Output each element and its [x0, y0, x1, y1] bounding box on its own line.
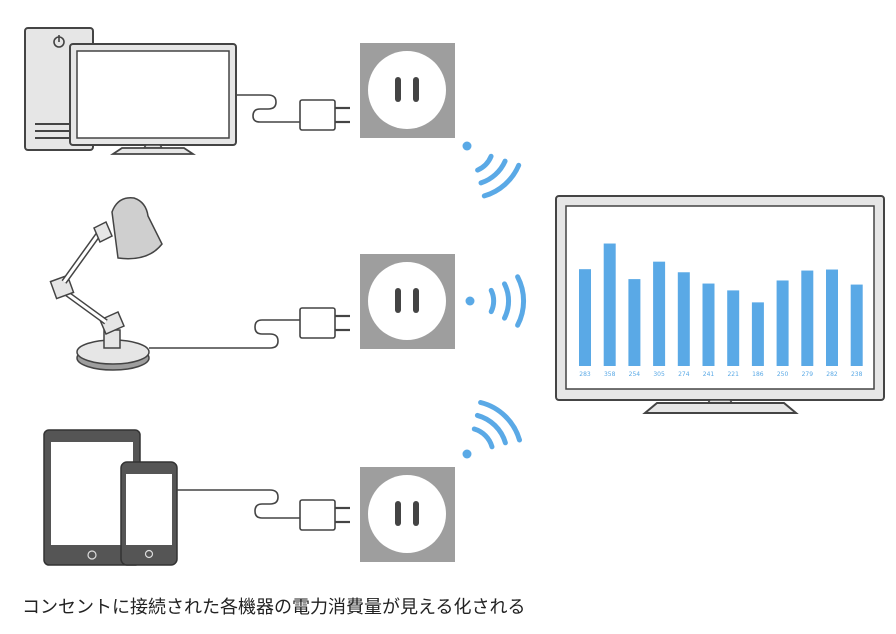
wifi-icon-top: [462, 141, 522, 199]
socket-2: [360, 254, 455, 349]
tablet-screen: [51, 442, 133, 545]
chart-data-label-2: 358: [604, 371, 616, 378]
plug-lamp: [299, 307, 350, 339]
plug-computer: [299, 99, 350, 131]
chart-data-label-4: 305: [653, 371, 665, 378]
chart-data-label-6: 241: [703, 371, 715, 378]
chart-bar-11: [826, 269, 838, 366]
desk-lamp: [49, 197, 163, 371]
chart-data-label-9: 250: [777, 371, 789, 378]
plugs: [299, 99, 350, 531]
chart-bar-3: [628, 279, 641, 366]
chart-bar-9: [776, 280, 789, 366]
chart-bar-8: [751, 302, 764, 366]
chart-data-label-3: 254: [629, 371, 641, 378]
chart-bar-5: [677, 272, 690, 366]
power-consumption-bar-chart: 283 358 254 305 274 241 221 186 250 279 282 238: [579, 243, 863, 378]
chart-bar-10: [801, 270, 814, 366]
chart-data-label-11: 282: [826, 371, 838, 378]
lamp-arm-upper-inner: [62, 231, 102, 283]
desktop-computer: [24, 27, 237, 155]
pc-monitor-base: [110, 147, 196, 155]
wifi-icon-bottom: [462, 400, 522, 459]
chart-data-label-5: 274: [678, 371, 690, 378]
chart-bar-7: [727, 290, 740, 366]
lamp-head-joint: [93, 220, 113, 244]
smartphone-screen: [126, 474, 172, 545]
smart-sockets: [360, 43, 455, 562]
wifi-icon-middle: [465, 274, 526, 328]
smartphone-home-button: [144, 549, 154, 559]
chart-data-label-7: 221: [727, 371, 739, 378]
cable-mobile: [177, 489, 300, 519]
tv-base: [642, 402, 799, 414]
chart-data-label-1: 283: [579, 371, 591, 378]
tablet-home-button: [87, 550, 97, 560]
cable-lamp: [149, 319, 300, 349]
chart-bar-4: [653, 261, 666, 366]
tv-monitor: 283 358 254 305 274 241 221 186 250 279 282 238: [555, 195, 885, 414]
chart-data-label-10: 279: [802, 371, 814, 378]
chart-bar-12: [850, 284, 863, 366]
socket-3: [360, 467, 455, 562]
chart-bar-6: [702, 283, 715, 366]
socket-1: [360, 43, 455, 138]
lamp-arm-lower-inner: [61, 288, 107, 324]
chart-data-label-8: 186: [752, 371, 764, 378]
wifi-signals: [462, 141, 526, 459]
chart-data-label-12: 238: [851, 371, 863, 378]
caption: コンセントに接続された各機器の電力消費量が見える化される: [22, 597, 526, 618]
lamp-joint: [99, 311, 125, 335]
chart-bar-1: [579, 269, 591, 366]
cable-computer: [236, 94, 300, 123]
pc-monitor-screen: [76, 50, 230, 139]
lamp-shade: [111, 197, 163, 260]
tablet-and-smartphone: [43, 429, 178, 566]
tv-screen: [565, 205, 875, 390]
plug-mobile: [299, 499, 350, 531]
chart-bar-2: [603, 243, 616, 366]
cables: [149, 94, 300, 519]
